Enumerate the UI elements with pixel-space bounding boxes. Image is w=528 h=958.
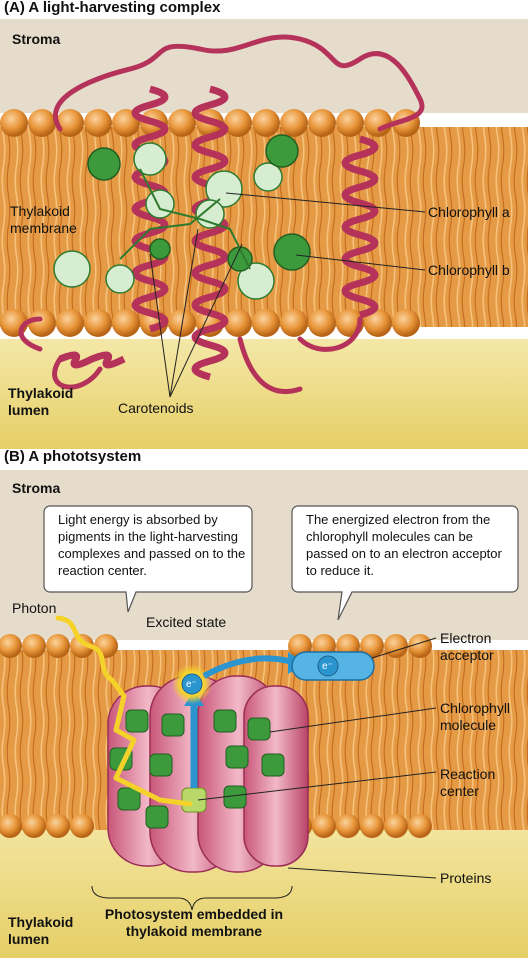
excited-electron xyxy=(181,673,203,695)
panel-b-stroma-label: Stroma xyxy=(12,480,61,496)
excited-state-label: Excited state xyxy=(146,614,227,630)
reaction-center xyxy=(181,787,207,813)
chlorophyll-molecule-label: Chlorophyll molecule xyxy=(440,700,511,733)
photon-path xyxy=(55,615,193,807)
acceptor-electron xyxy=(317,655,339,677)
panel-b-title: (B) A phototsystem xyxy=(4,448,142,465)
panel-a-illustration xyxy=(0,19,528,449)
photosystem-caption: Photosystem embedded in thylakoid membra… xyxy=(104,906,284,939)
panel-a-lumen-label: Thylakoid lumen xyxy=(8,385,74,418)
acceptor-electron-symbol: e⁻ xyxy=(322,661,333,672)
chlorophyll-b-molecules xyxy=(87,134,311,272)
callout-energized-electron: The energized electron from the chloroph… xyxy=(306,512,502,578)
carotenoids-label: Carotenoids xyxy=(118,400,194,416)
stroma-region xyxy=(0,19,528,113)
panel-b-leader-lines xyxy=(91,637,437,911)
carotenoid-chains xyxy=(119,168,251,270)
excited-electron-symbol: e⁻ xyxy=(186,679,197,690)
photon-label: Photon xyxy=(12,600,57,616)
panel-b-lumen-label: Thylakoid lumen xyxy=(8,914,74,947)
reaction-center-label: Reaction center xyxy=(440,766,496,799)
chlorophyll-molecules xyxy=(109,709,285,829)
panel-b-illustration xyxy=(0,470,528,958)
panel-a-stroma-label: Stroma xyxy=(12,31,61,47)
chlorophyll-a-molecules xyxy=(53,142,283,300)
proteins-label: Proteins xyxy=(440,870,492,886)
panel-a-title: (A) A light-harvesting complex xyxy=(4,0,221,16)
alpha-helices xyxy=(58,85,379,381)
thylakoid-membrane-label: Thylakoid membrane xyxy=(10,203,77,236)
electron-acceptor-label: Electron acceptor xyxy=(440,630,494,663)
transfer-arrow xyxy=(202,655,293,679)
panel-a-leader-lines xyxy=(149,192,426,398)
protein-loops xyxy=(18,34,425,395)
callout-boxes xyxy=(43,505,519,621)
callout-light-energy: Light energy is absorbed by pigments in … xyxy=(58,512,246,578)
chlorophyll-a-label: Chlorophyll a xyxy=(428,204,510,220)
chlorophyll-b-label: Chlorophyll b xyxy=(428,262,510,278)
